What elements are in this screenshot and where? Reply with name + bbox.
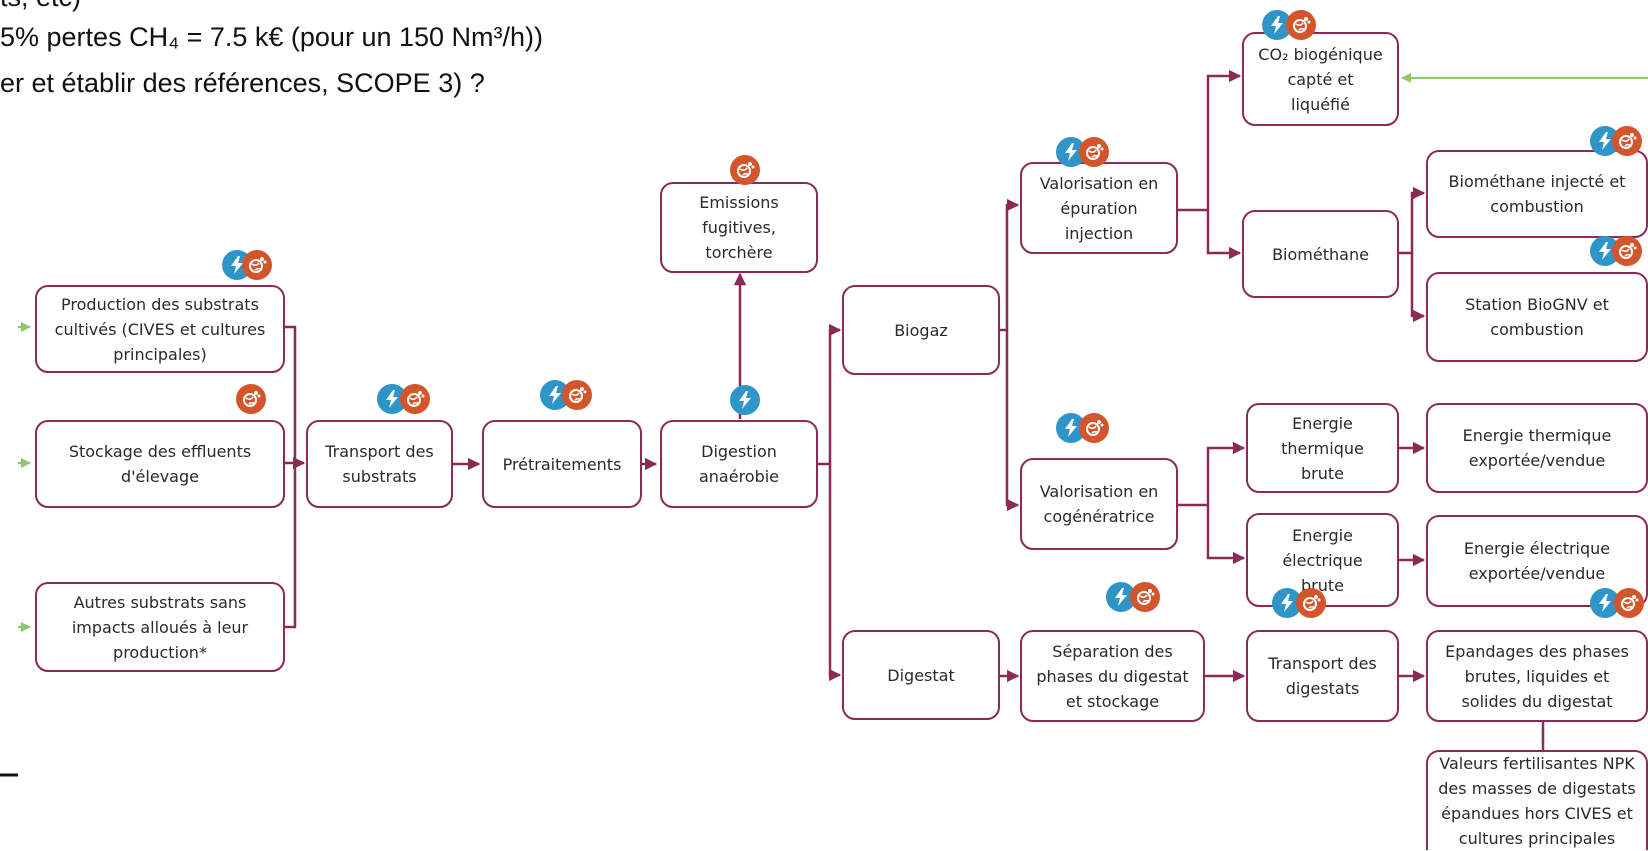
box-production-substrats: Production des substrats cultivés (CIVES…	[35, 285, 285, 373]
climate-globe-icon	[1612, 236, 1642, 266]
box-transport-substrats: Transport des substrats	[306, 420, 453, 508]
climate-globe-icon	[242, 250, 272, 280]
box-stockage-effluents: Stockage des effluents d'élevage	[35, 420, 285, 508]
climate-globe-icon	[1079, 137, 1109, 167]
climate-globe-icon	[236, 384, 266, 414]
energy-bolt-icon	[730, 385, 760, 415]
box-station-biognv: Station BioGNV et combustion	[1426, 272, 1648, 362]
climate-globe-icon	[1130, 582, 1160, 612]
climate-globe-icon	[730, 155, 760, 185]
box-emissions-fugitives: Emissions fugitives, torchère	[660, 182, 818, 273]
climate-globe-icon	[1614, 588, 1644, 618]
box-transport-digestats: Transport des digestats	[1246, 630, 1399, 722]
box-valorisation-epuration: Valorisation en épuration injection	[1020, 162, 1178, 254]
climate-globe-icon	[400, 384, 430, 414]
header-line-1: ts, etc)	[0, 0, 81, 13]
box-energie-thermique-brute: Energie thermique brute	[1246, 403, 1399, 493]
box-energie-electrique-brute: Energie électrique brute	[1246, 513, 1399, 607]
box-digestion-anaerobie: Digestion anaérobie	[660, 420, 818, 508]
climate-globe-icon	[562, 380, 592, 410]
box-energie-thermique-exportee: Energie thermique exportée/vendue	[1426, 403, 1648, 493]
box-valorisation-cogeneratrice: Valorisation en cogénératrice	[1020, 458, 1178, 550]
climate-globe-icon	[1286, 10, 1316, 40]
climate-globe-icon	[1612, 126, 1642, 156]
header-line-2: 5% pertes CH₄ = 7.5 k€ (pour un 150 Nm³/…	[0, 22, 544, 52]
header-line-3: er et établir des références, SCOPE 3) ?	[0, 68, 485, 98]
box-biomethane-injecte: Biométhane injecté et combustion	[1426, 150, 1648, 238]
climate-globe-icon	[1079, 413, 1109, 443]
box-autres-substrats: Autres substrats sans impacts alloués à …	[35, 582, 285, 672]
box-pretraitements: Prétraitements	[482, 420, 642, 508]
box-epandages: Epandages des phases brutes, liquides et…	[1426, 630, 1648, 722]
climate-globe-icon	[1296, 588, 1326, 618]
box-biogaz: Biogaz	[842, 285, 1000, 375]
box-valeurs-fertilisantes: Valeurs fertilisantes NPK des masses de …	[1426, 750, 1648, 850]
box-separation-phases: Séparation des phases du digestat et sto…	[1020, 630, 1205, 722]
box-biomethane: Biométhane	[1242, 210, 1399, 298]
box-digestat: Digestat	[842, 630, 1000, 720]
box-co2-biogenique: CO₂ biogénique capté et liquéfié	[1242, 32, 1399, 126]
